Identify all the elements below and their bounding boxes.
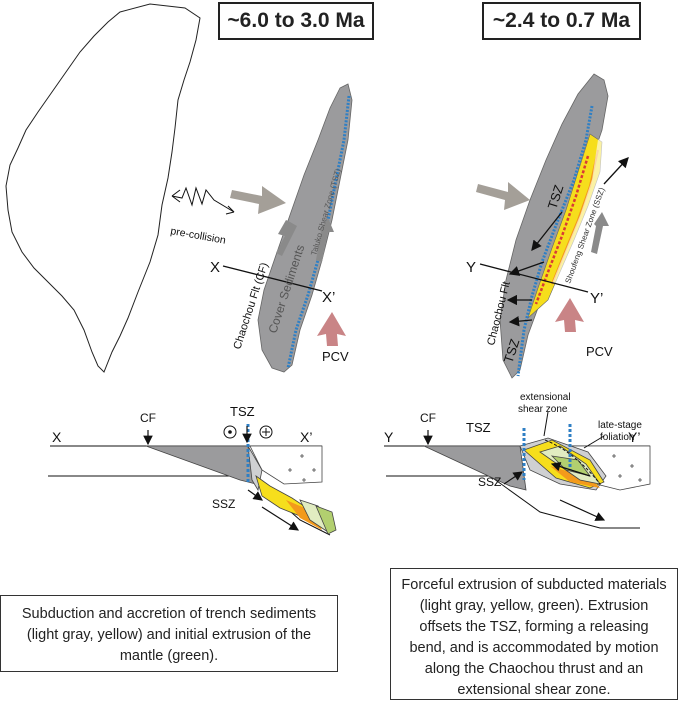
panel1-gray-convergence-arrow bbox=[230, 186, 286, 214]
panel2-section-line bbox=[479, 263, 589, 293]
panel2-title: ~2.4 to 0.7 Ma bbox=[482, 2, 641, 40]
panel2-tsz-top-label: TSZ bbox=[545, 183, 567, 211]
panel1-title: ~6.0 to 3.0 Ma bbox=[218, 2, 374, 40]
panel2-map-y-label: Y bbox=[466, 259, 476, 276]
panel2-section-y: Y bbox=[384, 429, 394, 445]
panel2-caption: Forceful extrusion of subducted material… bbox=[390, 568, 678, 700]
panel2-pcv-arrow bbox=[555, 298, 584, 332]
panel1-pcv-arrow bbox=[317, 312, 346, 346]
panel2-pcv-label: PCV bbox=[586, 344, 613, 359]
panel2-tsz-bottom-label: TSZ bbox=[501, 337, 523, 365]
panel1-shear-arrow-right bbox=[316, 218, 334, 262]
panel1-section-xprime: X’ bbox=[300, 429, 312, 445]
panel1-caption: Subduction and accretion of trench sedim… bbox=[0, 595, 338, 672]
panel1-section-tsz: TSZ bbox=[230, 404, 255, 419]
panel1-pcv-label: PCV bbox=[322, 349, 349, 364]
panel2-late-label-2: foliation bbox=[600, 432, 634, 443]
panel1-section-x: X bbox=[52, 429, 62, 445]
panel1-map-x-label: X bbox=[210, 259, 220, 276]
precollision-label: pre-collision bbox=[169, 225, 226, 247]
precollision-zigzag-arrow bbox=[171, 186, 235, 213]
panel1-section-line bbox=[222, 265, 323, 292]
panel2-extensional-label-1: extensional bbox=[520, 392, 571, 403]
panel2-shear-arrow-right bbox=[591, 212, 609, 254]
panel2-late-label-1: late-stage bbox=[598, 420, 642, 431]
panel2-cross-section bbox=[384, 411, 651, 529]
panel1-map-xprime-label: X’ bbox=[322, 289, 335, 306]
panel2-map-yprime-label: Y’ bbox=[590, 290, 603, 307]
panel2-tsz-fault bbox=[516, 105, 594, 377]
panel2-gray-convergence-arrow bbox=[476, 182, 530, 210]
panel2-extensional-label-2: shear zone bbox=[518, 404, 568, 415]
panel1-section-cf: CF bbox=[140, 411, 156, 425]
panel2-section-ssz: SSZ bbox=[478, 475, 501, 489]
panel1-shear-arrow-left bbox=[276, 220, 297, 256]
panel1-section-ssz: SSZ bbox=[212, 497, 235, 511]
panel2-section-yprime: Y’ bbox=[628, 429, 640, 445]
panel2-section-tsz: TSZ bbox=[466, 420, 491, 435]
taiwan-outline bbox=[5, 3, 201, 373]
panel1-belt bbox=[257, 83, 353, 373]
panel2-section-cf: CF bbox=[420, 411, 436, 425]
panel1-cross-section bbox=[48, 424, 337, 536]
